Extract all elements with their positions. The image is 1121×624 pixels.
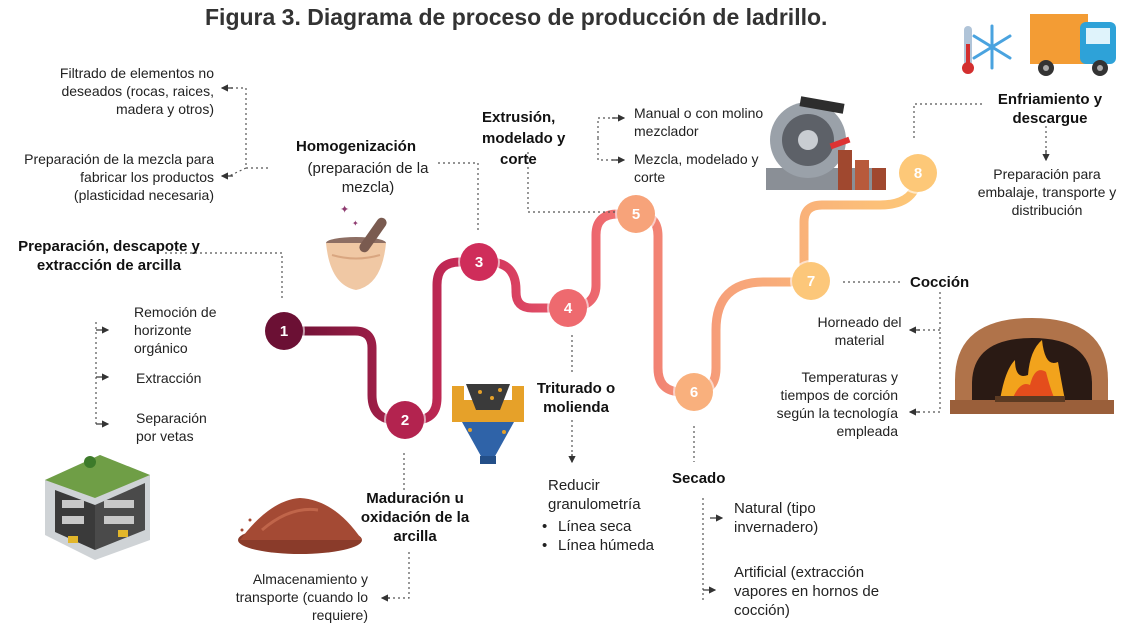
stage-1-item-3: Separación por vetas (136, 410, 207, 444)
stage-6-item-2: Artificial (extracción vapores en hornos… (734, 564, 880, 619)
stage-4-title: Triturado o molienda (536, 380, 616, 416)
mine-illustration-icon (45, 455, 150, 560)
step-node-1: 1 (265, 312, 303, 350)
step-number: 3 (474, 253, 484, 271)
svg-text:✦: ✦ (340, 204, 349, 216)
stage-7-title: Cocción (910, 274, 970, 291)
stage-4-bullet: Línea húmeda (542, 536, 658, 555)
stage-7-item-1: Horneado del material (817, 314, 902, 348)
step-node-5: 5 (617, 195, 655, 233)
step-node-4: 4 (549, 289, 587, 327)
stage-6-item-1: Natural (tipo invernadero) (734, 500, 819, 536)
step-node-2: 2 (386, 401, 424, 439)
step-node-3: 3 (460, 243, 498, 281)
stage-6-title: Secado (672, 470, 726, 487)
stage-2-title: Maduración u oxidación de la arcilla (360, 490, 470, 545)
step-node-6: 6 (675, 373, 713, 411)
page-title: Figura 3. Diagrama de proceso de producc… (205, 4, 828, 30)
step-number: 6 (689, 383, 699, 401)
truck-icon (1030, 14, 1116, 76)
stage-3-item-2: Preparación de la mezcla para fabricar l… (24, 151, 214, 203)
thermometer-icon (962, 26, 974, 74)
step-number: 1 (279, 322, 289, 340)
clay-pile-icon (238, 498, 362, 554)
stage-5-title: Extrusión, modelado y corte (482, 107, 565, 170)
stage-5-title-line: Extrusión, (482, 109, 556, 126)
stage-3-title: Homogenización (296, 138, 417, 155)
stage-8-title: Enfriamiento y descargue (997, 91, 1103, 127)
step-node-7: 7 (792, 262, 830, 300)
stage-4-bullets: Línea seca Línea húmeda (540, 517, 658, 555)
stage-2-item: Almacenamiento y transporte (cuando lo r… (235, 571, 368, 623)
mortar-pestle-icon: ✦ ✦ (326, 204, 387, 290)
stage-5-item-2: Mezcla, modelado y corte (634, 151, 759, 185)
stage-5-item-1: Manual o con molino mezclador (634, 105, 764, 139)
stage-3-subtitle: (preparación de la mezcla) (307, 160, 429, 196)
stage-1-item-2: Extracción (136, 370, 202, 386)
stage-4-bullet: Línea seca (542, 517, 658, 536)
step-node-8: 8 (899, 154, 937, 192)
snowflake-icon (972, 24, 1012, 70)
step-number: 7 (806, 272, 816, 290)
svg-text:✦: ✦ (352, 219, 359, 228)
stage-5-title-line: modelado y (482, 130, 566, 147)
mixer-machine-icon (766, 96, 886, 190)
brick-oven-icon (950, 318, 1114, 414)
stage-4-item: Reducir granulometría (548, 477, 641, 513)
step-number: 2 (400, 411, 410, 429)
stage-7-item-2: Temperaturas y tiempos de corción según … (776, 369, 898, 439)
stage-8-item: Preparación para embalaje, transporte y … (977, 166, 1117, 218)
step-number: 4 (563, 299, 573, 317)
step-number: 8 (913, 164, 923, 182)
stage-5-title-line: corte (500, 151, 537, 168)
stage-3-item-1: Filtrado de elementos no deseados (rocas… (59, 65, 214, 117)
step-number: 5 (631, 205, 641, 223)
stage-1-item-1: Remoción de horizonte orgánico (134, 304, 217, 356)
stage-1-title: Preparación, descapote y extracción de a… (18, 238, 200, 274)
crusher-icon (452, 384, 524, 464)
